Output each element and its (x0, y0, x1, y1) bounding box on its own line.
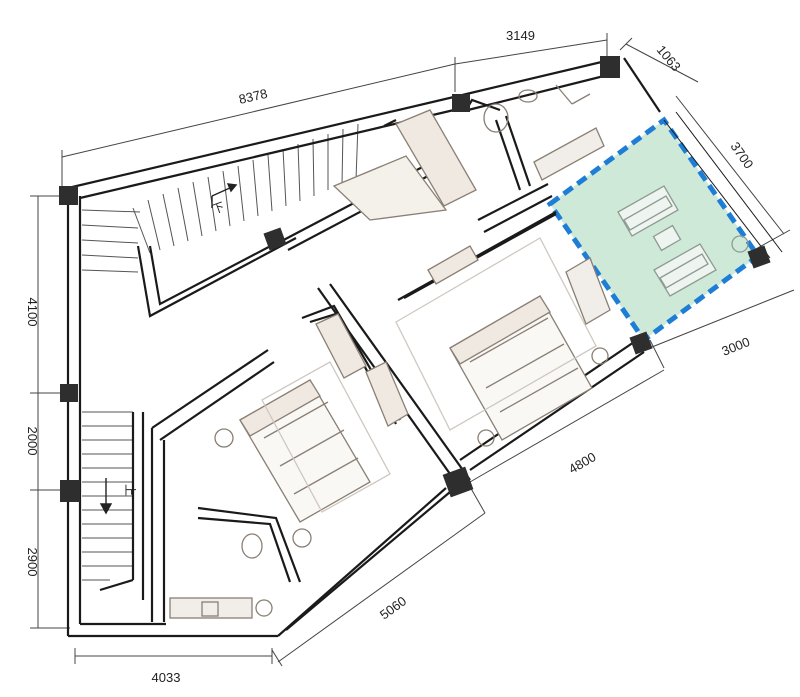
walls (66, 57, 783, 638)
bedside-lamp (214, 428, 234, 448)
wardrobe (427, 245, 479, 285)
bedside-lamp (591, 347, 609, 365)
desk-chair (201, 601, 219, 617)
dim-right-lower: 3000 (720, 334, 752, 359)
kitchen-island (332, 155, 448, 221)
stair-down-arrow-icon (211, 183, 238, 208)
rug (261, 361, 391, 513)
toilet-tank (518, 89, 538, 103)
coffee-table (652, 224, 682, 252)
dim-top-long: 8378 (237, 86, 269, 107)
upper-staircase (81, 123, 359, 273)
stair-down-label: 下 (210, 200, 226, 217)
pillar (452, 94, 470, 112)
pillar (263, 227, 287, 251)
plant-icon (731, 235, 749, 253)
stair-up-label: 上 (123, 484, 137, 496)
furniture (169, 84, 749, 619)
sofa (653, 243, 717, 297)
bathroom-vanity (533, 127, 605, 181)
dimension-lines (30, 33, 795, 667)
bedside-lamp (477, 429, 495, 447)
dim-top-right-corner: 1063 (654, 42, 684, 74)
dim-diag-mid: 4800 (566, 449, 599, 476)
sofa (617, 185, 679, 237)
kitchen-counter (395, 109, 477, 207)
dim-diag-bottom: 5060 (377, 593, 409, 622)
wardrobe (365, 361, 409, 427)
pillar (747, 245, 771, 269)
pillar (629, 331, 653, 355)
structural-pillars (59, 56, 771, 502)
dresser (565, 257, 611, 325)
dim-left-mid: 2000 (25, 427, 40, 456)
pillar (60, 384, 78, 402)
dim-left-top: 4100 (25, 298, 40, 327)
pillar (59, 186, 78, 205)
dim-top-short: 3149 (506, 28, 535, 43)
pillar (60, 480, 80, 502)
pillar (600, 56, 620, 78)
dim-right-upper: 3700 (728, 139, 757, 171)
wardrobe (315, 313, 367, 379)
desk (169, 597, 253, 619)
dim-left-bottom: 2900 (25, 548, 40, 577)
dim-bottom: 4033 (152, 670, 181, 685)
chair (241, 533, 263, 559)
toilet (483, 103, 509, 133)
stair-up-arrow-icon (99, 478, 113, 515)
plant-icon (255, 599, 273, 617)
pillar (442, 466, 474, 498)
bedside-lamp (292, 528, 312, 548)
rug (395, 237, 597, 431)
